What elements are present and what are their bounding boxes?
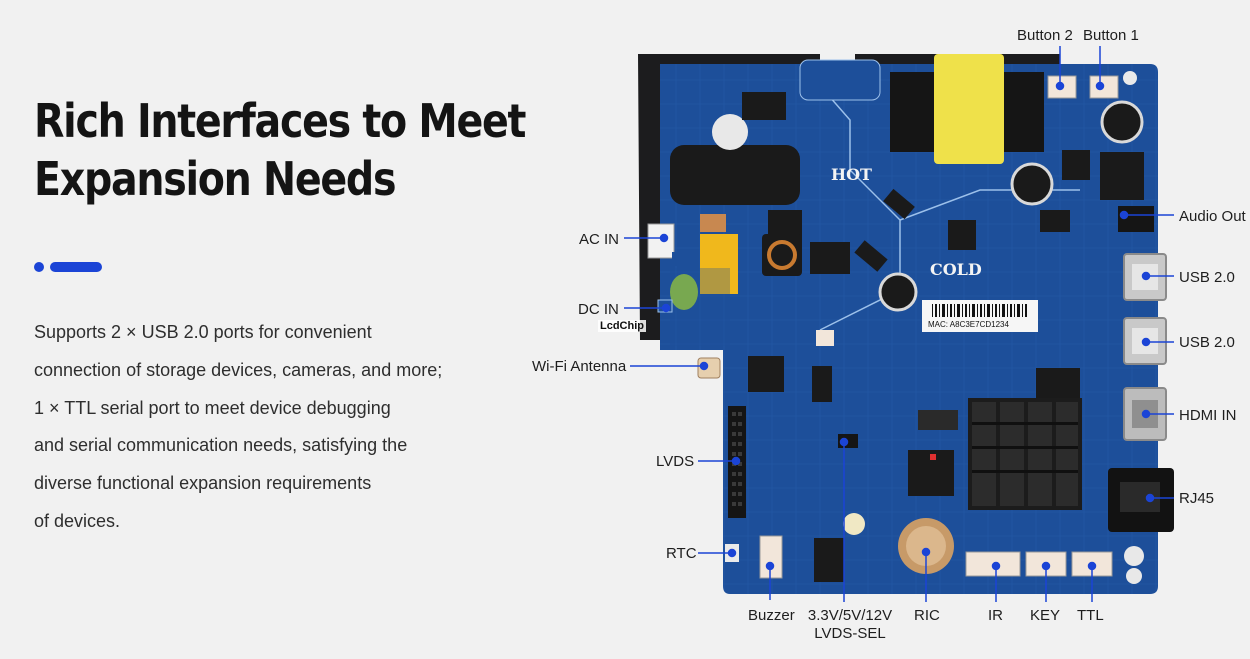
description-line: of devices. <box>34 510 121 531</box>
description-line: Supports 2 × USB 2.0 ports for convenien… <box>34 322 372 342</box>
callout-lvds-sel: 3.3V/5V/12V LVDS-SEL <box>802 607 898 643</box>
callout-button-2: Button 2 <box>1017 27 1073 44</box>
accent-dot <box>34 262 44 272</box>
callout-usb-1: USB 2.0 <box>1179 269 1235 286</box>
callout-usb-2: USB 2.0 <box>1179 334 1235 351</box>
transformer <box>934 54 1004 164</box>
buzzer-connector <box>759 535 783 579</box>
callout-lvds-sel-line-1: 3.3V/5V/12V <box>807 607 893 624</box>
description-line: 1 × TTL serial port to meet device debug… <box>34 397 391 418</box>
callout-buzzer: Buzzer <box>748 607 795 624</box>
board-diagram: LcdChip MAC: A8C3E7CD1234 HOT COLD Butto… <box>520 20 1250 659</box>
callout-rtc: RTC <box>666 545 697 562</box>
brand-watermark: LcdChip <box>598 320 646 332</box>
hot-zone-label: HOT <box>831 165 872 184</box>
bulk-capacitor <box>670 145 800 205</box>
ir-connector <box>965 551 1021 577</box>
pcb-illustration <box>624 46 1174 602</box>
description-line: and serial communication needs, satisfyi… <box>34 435 408 456</box>
callout-ac-in: AC IN <box>579 231 620 248</box>
description-line: diverse functional expansion requirement… <box>34 473 372 494</box>
description-line: connection of storage devices, cameras, … <box>34 359 443 380</box>
title-line-1: Rich Interfaces to Meet <box>34 94 526 148</box>
callout-button-1: Button 1 <box>1083 27 1139 44</box>
accent-bar <box>50 262 102 272</box>
leader-lines <box>624 46 1174 602</box>
callout-wifi-antenna: Wi-Fi Antenna <box>532 358 627 375</box>
barcode <box>932 304 1027 317</box>
callout-ir: IR <box>988 607 1003 624</box>
callout-ttl: TTL <box>1077 607 1104 624</box>
callout-lvds: LVDS <box>656 453 695 470</box>
cold-zone-label: COLD <box>930 260 982 279</box>
title-line-2: Expansion Needs <box>34 152 397 206</box>
callout-audio-out: Audio Out <box>1179 208 1246 225</box>
description-paragraph: Supports 2 × USB 2.0 ports for convenien… <box>34 314 494 541</box>
callout-dc-in: DC IN <box>578 301 619 318</box>
headline-block: Rich Interfaces to Meet Expansion Needs <box>34 92 526 208</box>
callout-ric: RIC <box>914 607 940 624</box>
callout-lvds-sel-line-2: LVDS-SEL <box>814 625 886 642</box>
mac-address-text: MAC: A8C3E7CD1234 <box>928 320 1009 329</box>
heatsink <box>968 398 1082 510</box>
callout-key: KEY <box>1030 607 1061 624</box>
page-title: Rich Interfaces to Meet Expansion Needs <box>34 92 526 208</box>
callout-rj45: RJ45 <box>1179 490 1215 507</box>
callout-hdmi-in: HDMI IN <box>1179 407 1237 424</box>
